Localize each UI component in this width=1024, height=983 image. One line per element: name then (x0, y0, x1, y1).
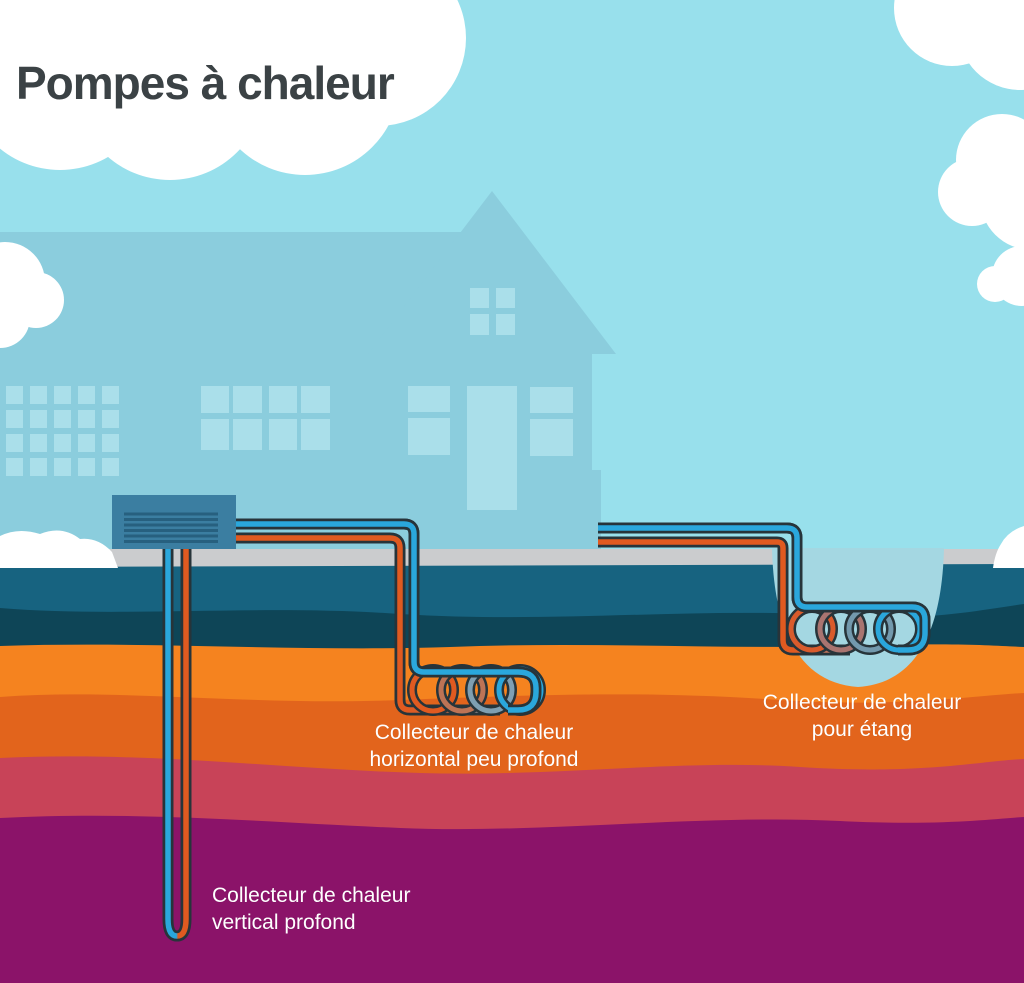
house-silhouette (0, 191, 616, 556)
cloud-left (0, 242, 64, 348)
label-vertical-collector: Collecteur de chaleur vertical profond (212, 882, 410, 936)
heat-pump-unit (112, 495, 236, 549)
label-pond-line1: Collecteur de chaleur (762, 691, 962, 714)
cloud-top-right (894, 0, 1024, 90)
window-grid (6, 386, 119, 476)
label-horizontal-line1: Collecteur de chaleur (374, 721, 574, 744)
label-horizontal-collector: Collecteur de chaleur horizontal peu pro… (334, 719, 614, 773)
label-pond-collector: Collecteur de chaleur pour étang (722, 689, 1002, 743)
window-gable (470, 288, 515, 335)
label-vertical-line2: vertical profond (212, 911, 356, 934)
snow-mound-left (0, 530, 118, 568)
window-door-right (530, 387, 573, 456)
pipe-vertical-loop (165, 546, 189, 939)
coil-pond (598, 522, 931, 656)
layer-purple (0, 815, 1024, 983)
window-main-left (201, 386, 262, 450)
cloud-mid-right (938, 114, 1024, 250)
clouds (0, 0, 1024, 568)
window-door-left (408, 386, 450, 455)
coil-horizontal (236, 518, 546, 716)
ground-layers (0, 549, 1024, 983)
page-title: Pompes à chaleur (16, 57, 395, 109)
snow-mound-right (993, 526, 1024, 568)
heat-pump-vents (124, 512, 218, 543)
label-horizontal-line2: horizontal peu profond (369, 748, 579, 771)
house-windows (6, 288, 573, 510)
door (467, 386, 517, 510)
label-vertical-line1: Collecteur de chaleur (212, 884, 411, 907)
cloud-title (0, 0, 466, 180)
cloud-small-right (977, 246, 1024, 306)
window-main-right (269, 386, 330, 450)
label-pond-line2: pour étang (811, 718, 913, 741)
